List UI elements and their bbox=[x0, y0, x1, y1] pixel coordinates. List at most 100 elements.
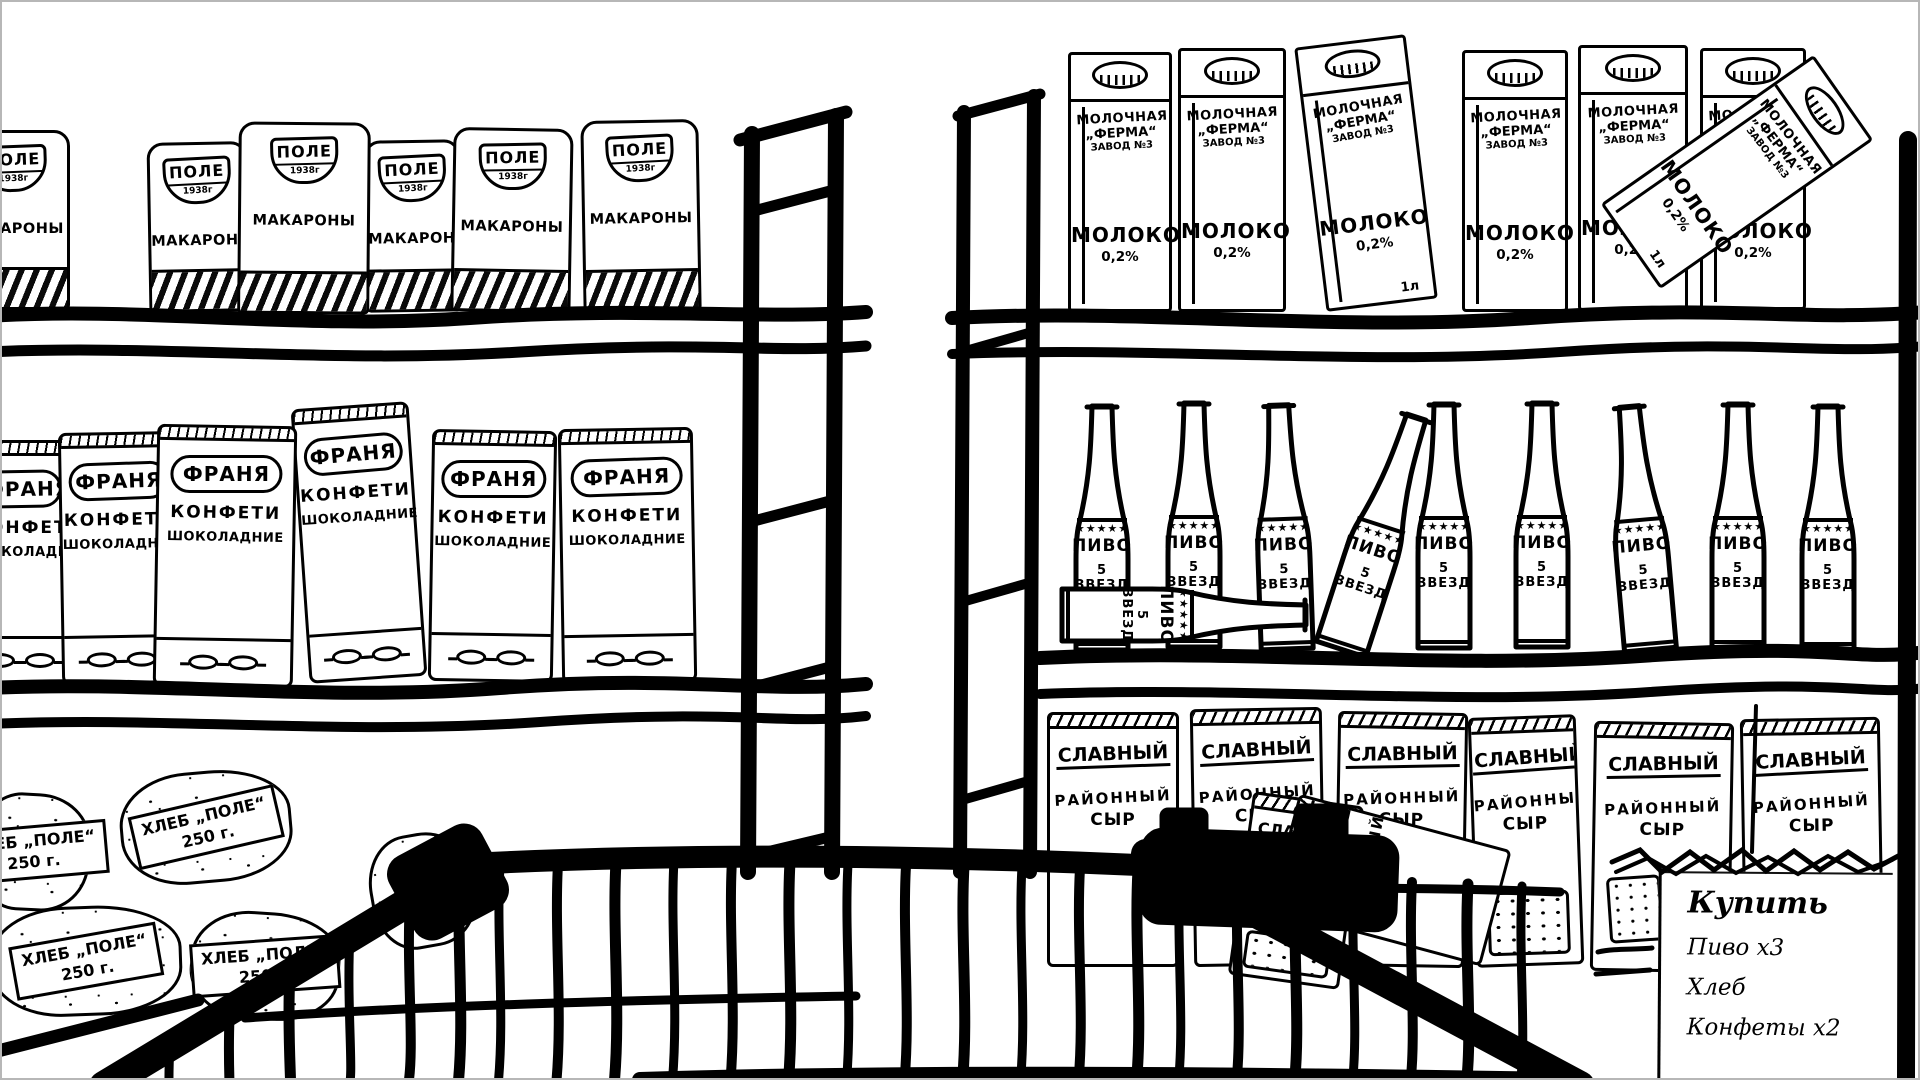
cheese-brand: СЛАВНЫЙ bbox=[1340, 742, 1464, 770]
candy-sweet-icon bbox=[495, 650, 526, 666]
beer-bottle[interactable]: ★★★★★ ПИВО 5 ЗВЕЗД bbox=[1050, 575, 1314, 655]
cheese-window bbox=[1486, 889, 1571, 957]
bread-loaf[interactable]: ХЛЕБ „ПОЛЕ“ 250 г. bbox=[0, 902, 184, 1020]
candy-bag[interactable]: ФРАНЯ КОНФЕТИ ШОКОЛАДНИЕ bbox=[427, 428, 558, 684]
bread-loaf[interactable]: ХЛЕБ „ПОЛЕ“ 250 г. bbox=[115, 763, 297, 891]
pasta-window bbox=[368, 268, 460, 310]
milk-carton[interactable]: МОЛОЧНАЯ „ФЕРМА“ ЗАВОД №3 МОЛОКО 0,2% 1л bbox=[1178, 48, 1291, 312]
cheese-line2: СЫР bbox=[1788, 815, 1835, 837]
beer-label: ★★★★★ ПИВО 5 ЗВЕЗД bbox=[1119, 583, 1190, 647]
milk-carton[interactable]: МОЛОЧНАЯ „ФЕРМА“ ЗАВОД №3 МОЛОКО 0,2% 1л bbox=[1462, 50, 1574, 312]
bread-loaf[interactable]: ХЛЕБ „ПОЛЕ“ 250 г. bbox=[0, 790, 109, 914]
beer-bottle[interactable]: ★★★★★ ПИВО 5 ЗВЕЗД bbox=[1502, 395, 1582, 659]
shopping-list-item-beer: Пиво x3 bbox=[1687, 934, 1785, 962]
pasta-bag[interactable]: ПОЛЕ 1938г МАКАРОНЫ bbox=[0, 130, 70, 310]
pasta-brand-badge: ПОЛЕ 1938г bbox=[0, 143, 48, 194]
milk-cap-icon bbox=[1204, 57, 1260, 85]
cheese-line1: РАЙОННЫЙ bbox=[1603, 796, 1722, 820]
pasta-year: 1938г bbox=[289, 165, 320, 177]
pasta-product-name: МАКАРОНЫ bbox=[460, 218, 564, 236]
milk-carton[interactable]: МОЛОЧНАЯ „ФЕРМА“ ЗАВОД №3 МОЛОКО 0,2% 1л bbox=[1068, 52, 1180, 312]
beer-stars-icon: ★★★★★ bbox=[1416, 520, 1472, 533]
pasta-window bbox=[0, 267, 67, 307]
beer-subtitle: 5 ЗВЕЗД bbox=[1617, 562, 1673, 596]
beer-product-name: ПИВО bbox=[1156, 585, 1176, 645]
milk-cap-icon bbox=[1725, 57, 1781, 85]
milk-brand-block: МОЛОЧНАЯ „ФЕРМА“ ЗАВОД №3 bbox=[1310, 91, 1412, 148]
pasta-product-name: МАКАРОНЫ bbox=[0, 221, 64, 237]
beer-bottle[interactable]: ★★★★★ ПИВО 5 ЗВЕЗД bbox=[1154, 395, 1234, 659]
milk-cap-icon bbox=[1797, 79, 1853, 142]
pasta-window bbox=[151, 268, 247, 310]
milk-carton[interactable]: МОЛОЧНАЯ „ФЕРМА“ ЗАВОД №3 МОЛОКО 0,2% 1л bbox=[1294, 34, 1438, 312]
beer-product-name: ПИВО bbox=[1253, 533, 1314, 557]
cheese-line2: СЫР bbox=[1639, 819, 1686, 841]
beer-stars-icon: ★★★★★ bbox=[1255, 520, 1311, 535]
cheese-pack[interactable]: СЛАВНЫЙ РАЙОННЫЙ СЫР bbox=[1047, 712, 1179, 967]
pasta-bag[interactable]: ПОЛЕ 1938г МАКАРОНЫ bbox=[580, 118, 702, 314]
beer-label: ★★★★★ ПИВО 5 ЗВЕЗД bbox=[1706, 520, 1770, 591]
candy-sweet-icon bbox=[0, 653, 23, 668]
candy-sweet-icon bbox=[371, 645, 403, 663]
shopping-list-note: Купить Пиво x3 Хлеб Конфеты x2 bbox=[1657, 871, 1893, 1080]
pasta-bag[interactable]: ПОЛЕ 1938г МАКАРОНЫ bbox=[237, 121, 371, 315]
bread-label: ХЛЕБ „ПОЛЕ“ 250 г. bbox=[127, 784, 285, 870]
candy-window bbox=[564, 632, 695, 682]
milk-volume: 1л bbox=[1399, 278, 1421, 296]
candy-brand: ФРАНЯ bbox=[302, 430, 404, 478]
candy-bag[interactable]: ФРАНЯ КОНФЕТИ ШОКОЛАДНИЕ bbox=[152, 423, 298, 689]
cheese-window bbox=[1241, 929, 1333, 980]
milk-brand-block: МОЛОЧНАЯ „ФЕРМА“ ЗАВОД №3 bbox=[1470, 107, 1562, 153]
milk-gable-line bbox=[1465, 97, 1565, 100]
beer-subtitle: 5 ЗВЕЗД bbox=[1119, 588, 1149, 642]
bread-loaf[interactable]: ХЛЕБ „ПОЛЕ“ 250 г. bbox=[186, 906, 344, 1026]
candy-bag[interactable]: ФРАНЯ КОНФЕТИ ШОКОЛАДНИЕ bbox=[557, 426, 698, 685]
beer-label: ★★★★★ ПИВО 5 ЗВЕЗД bbox=[1510, 519, 1574, 590]
pasta-brand-badge: ПОЛЕ 1938г bbox=[604, 133, 676, 184]
beer-label: ★★★★★ ПИВО 5 ЗВЕЗД bbox=[1412, 520, 1476, 591]
beer-product-name: ПИВО bbox=[1414, 534, 1474, 554]
beer-subtitle: 5 ЗВЕЗД bbox=[1167, 560, 1221, 590]
milk-product-name: МОЛОКО bbox=[1181, 219, 1291, 243]
beer-bottle-shape bbox=[1059, 586, 1309, 644]
bread-loaf[interactable]: × bbox=[360, 824, 485, 957]
beer-bottle[interactable]: ★★★★★ ПИВО 5 ЗВЕЗД bbox=[1698, 396, 1778, 660]
milk-brand-block: МОЛОЧНАЯ „ФЕРМА“ ЗАВОД №3 bbox=[1186, 105, 1280, 151]
candy-window bbox=[155, 636, 291, 686]
cheese-crimp-seal bbox=[1340, 713, 1466, 731]
beer-product-name: ПИВО bbox=[1072, 536, 1132, 556]
candy-brand: ФРАНЯ bbox=[441, 460, 547, 499]
milk-cap-icon bbox=[1092, 61, 1148, 89]
pasta-year: 1938г bbox=[625, 163, 656, 175]
pasta-brand: ПОЛЕ bbox=[0, 146, 44, 175]
candy-bag-seal bbox=[293, 404, 407, 426]
candy-brand: ФРАНЯ bbox=[170, 455, 283, 494]
pasta-brand-badge: ПОЛЕ 1938г bbox=[162, 155, 233, 206]
candy-window bbox=[309, 626, 425, 681]
cheese-line1: РАЙОННЫЙ bbox=[1473, 787, 1585, 816]
beer-bottle[interactable]: ★★★★★ ПИВО 5 ЗВЕЗД bbox=[1589, 395, 1692, 665]
candy-sweet-icon bbox=[455, 649, 486, 665]
milk-fat-percent: 0,2% bbox=[1734, 245, 1772, 261]
beer-stars-icon: ★★★★★ bbox=[1710, 520, 1766, 533]
candy-bag-seal bbox=[160, 426, 295, 443]
candy-bag[interactable]: ФРАНЯ КОНФЕТИ ШОКОЛАДНИЕ bbox=[290, 401, 428, 684]
beer-subtitle: 5 ЗВЕЗД bbox=[1417, 561, 1471, 591]
milk-gable-line bbox=[1181, 95, 1283, 98]
beer-bottle[interactable]: ★★★★★ ПИВО 5 ЗВЕЗД bbox=[1788, 398, 1868, 662]
beer-stars-icon: ★★★★★ bbox=[1177, 587, 1190, 643]
candy-window bbox=[0, 636, 67, 682]
candy-sweet-icon bbox=[228, 655, 259, 671]
candy-window bbox=[430, 631, 551, 681]
bread-label: ХЛЕБ „ПОЛЕ“ 250 г. bbox=[189, 934, 341, 998]
pasta-bag[interactable]: ПОЛЕ 1938г МАКАРОНЫ bbox=[146, 141, 254, 313]
candy-sweet-icon bbox=[188, 654, 219, 670]
cheese-piece[interactable] bbox=[1605, 874, 1665, 944]
pasta-brand: ПОЛЕ bbox=[380, 156, 444, 185]
candy-brand: ФРАНЯ bbox=[67, 460, 170, 502]
pasta-bag[interactable]: ПОЛЕ 1938г МАКАРОНЫ bbox=[363, 139, 471, 313]
shopping-list-item-candy: Конфеты x2 bbox=[1686, 1014, 1841, 1042]
milk-brand-block: МОЛОЧНАЯ „ФЕРМА“ ЗАВОД №3 bbox=[1586, 102, 1682, 148]
candy-sweet-icon bbox=[634, 650, 665, 666]
pasta-bag[interactable]: ПОЛЕ 1938г МАКАРОНЫ bbox=[450, 126, 574, 314]
